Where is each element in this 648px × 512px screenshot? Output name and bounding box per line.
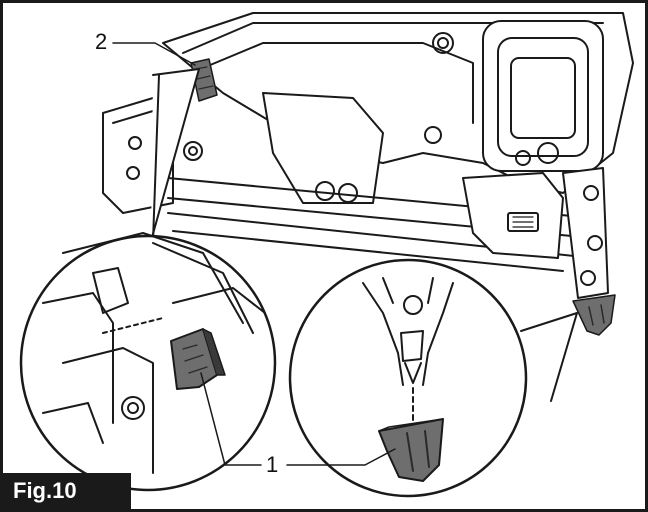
detail-magnifier-right	[288, 258, 578, 498]
callout-2: 2	[95, 29, 108, 54]
leader-lines	[112, 42, 396, 466]
leader-line-2	[112, 42, 196, 66]
tool-illustration	[19, 12, 634, 498]
tool-body	[102, 12, 634, 336]
leader-line-1a	[200, 372, 262, 466]
callout-1: 1	[266, 452, 279, 477]
detail-magnifier-left	[19, 68, 277, 492]
leader-line-1b	[286, 448, 396, 466]
figure-label: Fig.10	[3, 473, 131, 509]
